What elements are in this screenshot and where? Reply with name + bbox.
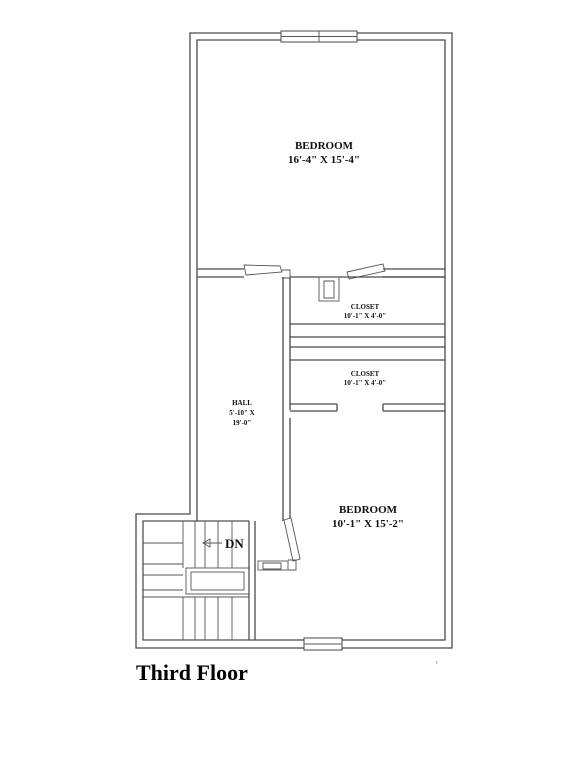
floor-title: Third Floor	[136, 660, 248, 685]
label-closet-upper: CLOSET 10'-1" X 4'-0"	[344, 303, 386, 320]
hall-walls	[282, 277, 291, 521]
label-hall: HALL 5'-10" X 19'-0"	[229, 399, 254, 427]
closet-upper-name: CLOSET	[351, 303, 380, 311]
bedroom-bottom-size: 10'-1" X 15'-2"	[332, 518, 404, 530]
bedroom-top-name: BEDROOM	[295, 140, 354, 152]
closet-upper	[290, 276, 445, 338]
bedroom-bottom-name: BEDROOM	[339, 504, 398, 516]
hall-size-line1: 5'-10" X	[229, 409, 254, 417]
bedroom-top-size: 16'-4" X 15'-4"	[288, 154, 360, 166]
left-arrow-icon	[202, 538, 222, 548]
label-closet-lower: CLOSET 10'-1" X 4'-0"	[344, 370, 386, 387]
corner-mark: '	[436, 660, 438, 670]
label-bedroom-bottom: BEDROOM 10'-1" X 15'-2"	[332, 504, 404, 530]
bottom-window	[303, 637, 343, 651]
closet-lower-size: 10'-1" X 4'-0"	[344, 379, 386, 387]
closet-upper-size: 10'-1" X 4'-0"	[344, 312, 386, 320]
hall-size-line2: 19'-0"	[233, 419, 252, 427]
closet-lower-name: CLOSET	[351, 370, 380, 378]
hall-name: HALL	[232, 399, 252, 407]
stairwell	[142, 520, 256, 641]
top-window	[280, 30, 358, 43]
closet-lower	[290, 346, 445, 412]
label-bedroom-top: BEDROOM 16'-4" X 15'-4"	[288, 140, 360, 166]
stair-dn-label: DN	[225, 536, 244, 551]
bedroom-bottom-door	[257, 517, 301, 571]
